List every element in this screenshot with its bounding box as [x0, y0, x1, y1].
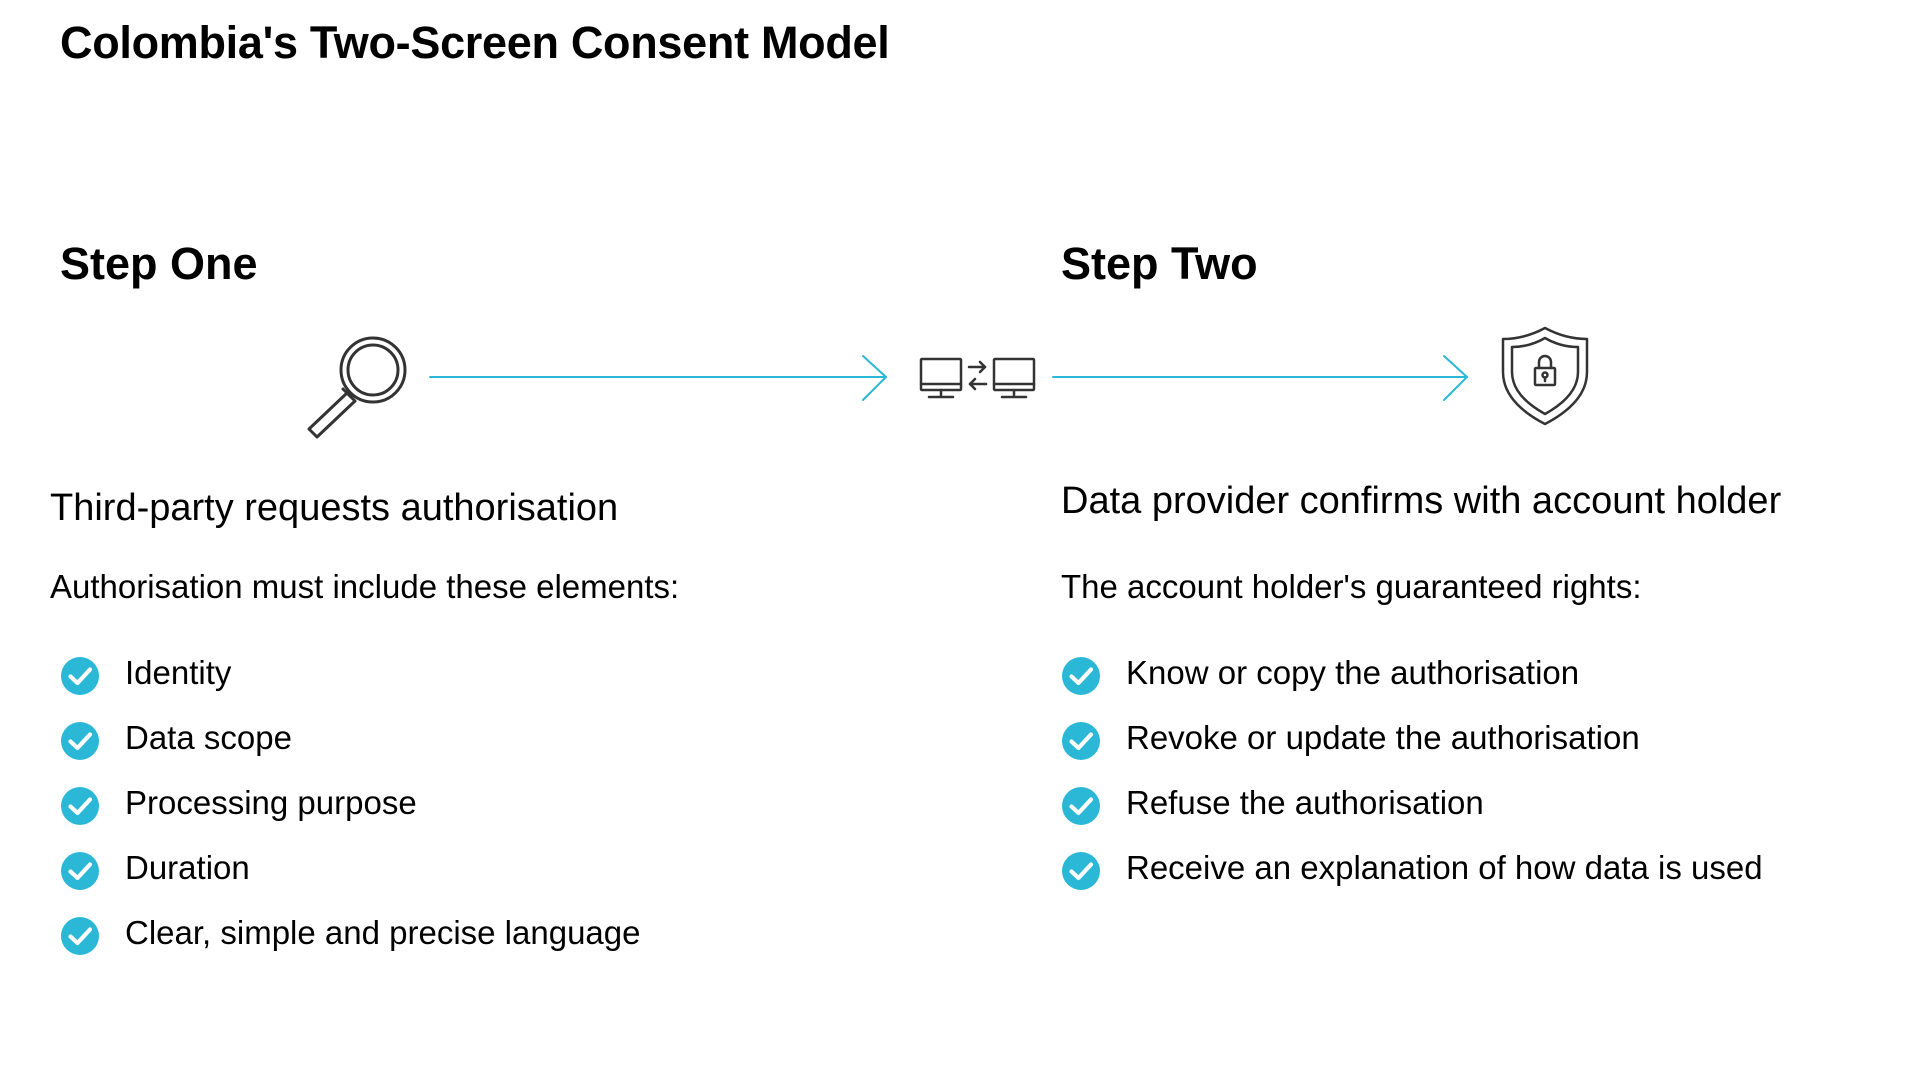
- list-item: Data scope: [60, 705, 640, 770]
- step-two-subtitle: Data provider confirms with account hold…: [1061, 480, 1782, 522]
- step-one-heading: Step One: [60, 238, 258, 289]
- list-item-label: Revoke or update the authorisation: [1126, 718, 1640, 756]
- list-item: Clear, simple and precise language: [60, 900, 640, 965]
- list-item-label: Processing purpose: [125, 783, 417, 821]
- step-one-subtitle: Third-party requests authorisation: [50, 487, 619, 529]
- step-two-lead: The account holder's guaranteed rights:: [1061, 568, 1642, 605]
- list-item: Identity: [60, 640, 640, 705]
- list-item: Processing purpose: [60, 770, 640, 835]
- list-item: Revoke or update the authorisation: [1061, 705, 1763, 770]
- flow-arrow-step-one: [429, 355, 887, 401]
- check-circle-icon: [1062, 721, 1100, 760]
- list-item-label: Identity: [125, 653, 232, 691]
- step-two-heading: Step Two: [1061, 238, 1258, 289]
- list-item-label: Receive an explanation of how data is us…: [1126, 848, 1763, 886]
- magnifying-glass-icon: [307, 336, 407, 439]
- step-one-lead: Authorisation must include these element…: [50, 568, 680, 605]
- list-item: Know or copy the authorisation: [1061, 640, 1763, 705]
- list-item-label: Refuse the authorisation: [1126, 783, 1484, 821]
- list-item: Duration: [60, 835, 640, 900]
- authorisation-elements-list: Identity Data scope Processing purpose D…: [60, 640, 640, 965]
- check-circle-icon: [61, 656, 99, 695]
- list-item-label: Clear, simple and precise language: [125, 913, 641, 951]
- list-item-label: Data scope: [125, 718, 292, 756]
- consent-flow-diagram: [307, 326, 1589, 439]
- page-title: Colombia's Two-Screen Consent Model: [60, 17, 890, 68]
- check-circle-icon: [61, 721, 99, 760]
- computer-exchange-icon: [919, 357, 1036, 399]
- guaranteed-rights-list: Know or copy the authorisation Revoke or…: [1061, 640, 1763, 900]
- check-circle-icon: [1062, 786, 1100, 825]
- list-item-label: Know or copy the authorisation: [1126, 653, 1580, 691]
- flow-arrow-step-two: [1052, 355, 1468, 401]
- check-circle-icon: [61, 851, 99, 890]
- list-item: Receive an explanation of how data is us…: [1061, 835, 1763, 900]
- check-circle-icon: [1062, 851, 1100, 890]
- list-item: Refuse the authorisation: [1061, 770, 1763, 835]
- shield-lock-icon: [1501, 326, 1589, 426]
- check-circle-icon: [61, 916, 99, 955]
- check-circle-icon: [61, 786, 99, 825]
- list-item-label: Duration: [125, 848, 250, 886]
- check-circle-icon: [1062, 656, 1100, 695]
